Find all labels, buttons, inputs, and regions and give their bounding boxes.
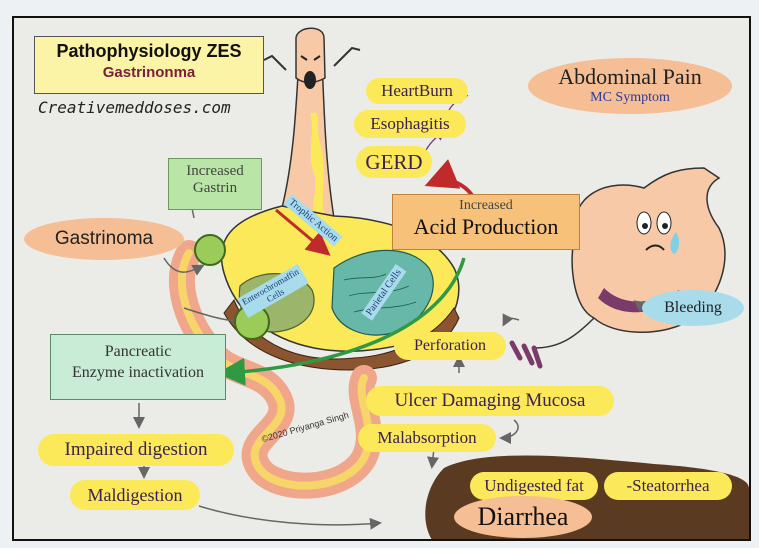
maldigestion-label: Maldigestion [70,480,200,510]
enzyme-inactivation-label: Enzyme inactivation [51,364,225,382]
impaired-digestion-label: Impaired digestion [38,434,234,466]
title-sub: Gastrinonma [35,64,263,81]
gerd-label: GERD [356,146,432,178]
diarrhea-oval: Diarrhea [454,496,592,538]
pancreatic-box: Pancreatic Enzyme inactivation [50,334,226,400]
title-box: Pathophysiology ZES Gastrinonma [34,36,264,94]
perforation-marks [512,343,540,366]
acid-production-box: Increased Acid Production [392,194,580,250]
abdominal-pain-oval: Abdominal Pain MC Symptom [528,58,732,114]
perforation-label: Perforation [394,332,506,360]
ulcer-label: Ulcer Damaging Mucosa [366,386,614,416]
steatorrhea-label: -Steatorrhea [604,472,732,500]
bleeding-oval: Bleeding [642,290,744,326]
increased-gastrin-box: Increased Gastrin [168,158,262,210]
heartburn-label: HeartBurn [366,78,468,104]
acid-production-label: Acid Production [393,214,579,240]
crying-face [264,28,360,89]
diagram-frame: Pathophysiology ZES Gastrinonma Creative… [12,16,751,541]
esophagitis-label: Esophagitis [354,110,466,138]
acid-increased-label: Increased [393,198,579,214]
website-text: Creativemeddoses.com [38,98,231,117]
increased-label: Increased [169,163,261,180]
malabsorption-label: Malabsorption [358,424,496,452]
pancreatic-label: Pancreatic [51,343,225,361]
title-main: Pathophysiology ZES [35,41,263,62]
arrow-ulcer-to-malabsorption [502,420,518,438]
diarrhea-label: Diarrhea [478,502,569,531]
gastrinoma-oval: Gastrinoma [24,218,184,260]
arrow-maldigestion-to-diarrhea [199,506,379,525]
gastrinoma-label: Gastrinoma [55,228,153,249]
gastrin-label: Gastrin [169,180,261,197]
mc-symptom-label: MC Symptom [528,90,732,106]
bleeding-label: Bleeding [664,299,722,316]
gastrinoma-cells-icon [194,234,226,266]
arrow-perforation-from-stomach [504,318,519,324]
abdominal-pain-label: Abdominal Pain [528,64,732,90]
